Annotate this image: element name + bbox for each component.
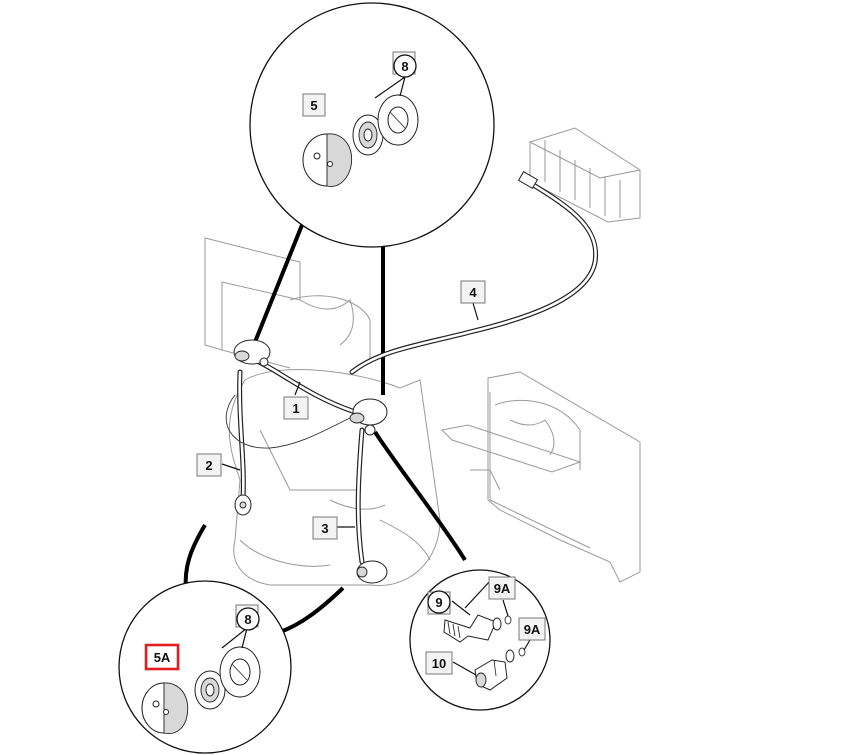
cap-5 (302, 133, 352, 187)
callout-5: 5 (310, 98, 317, 113)
zoom-connectors (183, 224, 467, 634)
cap-5a (141, 682, 189, 734)
hose-4 (349, 170, 599, 375)
seal-8 (352, 94, 419, 156)
hose-3 (355, 427, 365, 565)
seal-8-bottom (194, 646, 261, 710)
callout-1: 1 (292, 401, 299, 416)
straight-fitting-10 (474, 647, 526, 691)
battery-block (529, 127, 641, 223)
elbow-fitting-9 (443, 614, 512, 643)
callout-5a: 5A (154, 650, 171, 665)
callout-3: 3 (321, 521, 328, 536)
callout-9a-top: 9A (494, 581, 511, 596)
fitting-center (349, 398, 388, 436)
detail-circle-top (249, 2, 495, 248)
callout-10: 10 (432, 656, 446, 671)
callout-4: 4 (469, 285, 477, 300)
fitting-upper-left (233, 339, 271, 367)
callout-8-top: 8 (401, 59, 408, 74)
callout-9a-bottom: 9A (524, 622, 541, 637)
fitting-lower-left (234, 494, 252, 516)
callout-8-bottom: 8 (244, 612, 251, 627)
fitting-lower-center (356, 560, 388, 584)
hose-2 (237, 369, 246, 501)
machine-frame (204, 127, 641, 587)
leaders (221, 76, 531, 676)
callout-2: 2 (205, 458, 212, 473)
hose-loop (225, 394, 351, 449)
callout-9: 9 (435, 595, 442, 610)
